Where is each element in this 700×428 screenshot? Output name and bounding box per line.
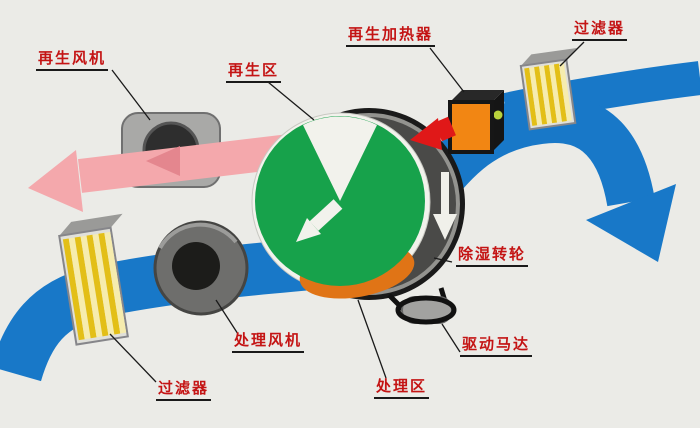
regen-exhaust-arrowhead: [28, 150, 83, 212]
leader-lines: [109, 41, 585, 383]
hot-air-duct: [434, 116, 456, 142]
label-filter-top: 过滤器: [572, 20, 628, 41]
leader-regen-fan: [111, 69, 151, 121]
leader-drive-motor: [441, 323, 461, 353]
label-drive-motor: 驱动马达: [460, 336, 533, 357]
leader-process-fan: [215, 299, 239, 335]
intake-filter-pleats: [62, 231, 127, 341]
process-fan-inlet: [172, 242, 220, 290]
wheel-regeneration-sector: [303, 116, 377, 201]
desiccant-wheel: [251, 108, 465, 325]
process-fan-highlight: [158, 222, 238, 250]
label-process-fan: 处理风机: [232, 332, 305, 353]
leader-regen-zone: [267, 81, 315, 121]
leader-wheel: [433, 257, 453, 263]
wheel-rotation-arrow-tail: [309, 199, 343, 231]
intake-filter-top-face: [59, 213, 123, 236]
label-wheel: 除湿转轮: [456, 246, 529, 267]
regen-filter: [519, 47, 577, 131]
wheel-rotation-arrow-head: [296, 218, 321, 242]
regen-filter-pleats: [524, 62, 572, 126]
regen-fan-flow-arrow: [146, 146, 180, 176]
drive-belt-loop: [395, 295, 457, 325]
heater-indicator-light: [493, 110, 503, 120]
heater-side-face: [492, 90, 504, 152]
hot-air-arrowhead: [410, 118, 442, 150]
label-regen-heater: 再生加热器: [346, 26, 436, 47]
label-process-zone: 处理区: [374, 378, 430, 399]
leader-process-zone: [357, 299, 387, 379]
rim-rotation-arrow-tail: [441, 172, 449, 216]
label-regen-zone: 再生区: [226, 62, 282, 83]
process-air-outlet-arrowhead: [586, 184, 676, 262]
regen-heater: [448, 90, 504, 154]
leader-filter-top: [559, 41, 585, 67]
intake-filter: [58, 213, 129, 346]
heater-front-face: [448, 100, 494, 154]
leader-regen-heater: [429, 47, 465, 93]
label-filter-bottom: 过滤器: [156, 380, 212, 401]
label-regen-fan: 再生风机: [36, 50, 109, 71]
heater-top-face: [450, 90, 504, 102]
leader-filter-bottom: [109, 333, 157, 383]
regen-filter-top-face: [520, 47, 577, 66]
rim-rotation-arrow-head: [433, 214, 457, 240]
process-fan: [153, 220, 249, 316]
